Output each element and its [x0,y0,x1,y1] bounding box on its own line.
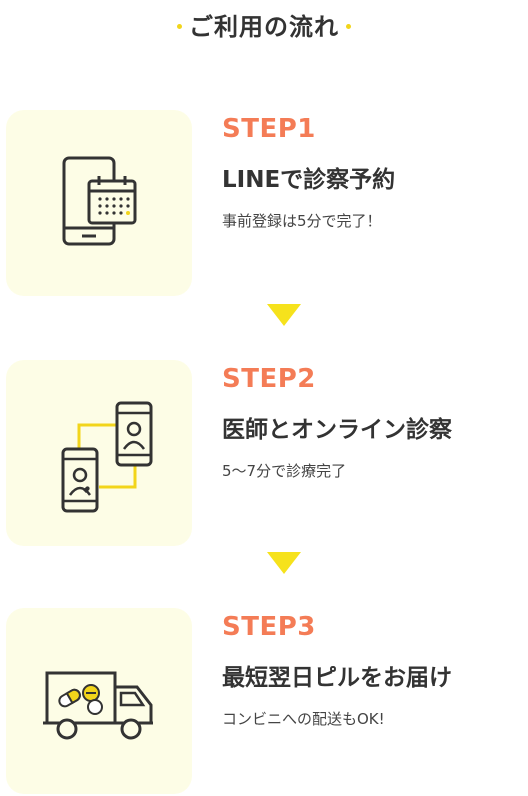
step-1-label: STEP1 [222,114,316,144]
step-1-icon-box [6,110,192,296]
step-2-description: 5〜7分で診療完了 [222,462,347,480]
video-consultation-icon [61,401,153,513]
step-3-label: STEP3 [222,612,316,642]
step-2-label: STEP2 [222,364,316,394]
step-2: STEP2 医師とオンライン診察 5〜7分で診療完了 [6,360,526,548]
section-header: ご利用の流れ [0,4,528,44]
step-1-title: LINEで診察予約 [222,167,396,193]
step-2-icon-box [6,360,192,546]
step-1-description: 事前登録は5分で完了！ [222,212,382,230]
step-3-title: 最短翌日ピルをお届け [222,665,452,691]
step-3-description: コンビニへの配送もOK! [222,710,385,728]
header-dot-right [346,23,351,29]
step-2-title: 医師とオンライン診察 [222,417,452,443]
step-arrow-down-2 [267,552,301,574]
step-3: STEP3 最短翌日ピルをお届け コンビニへの配送もOK! [6,608,526,796]
delivery-truck-icon [43,671,153,740]
phone-calendar-icon [62,156,137,246]
page-title: ご利用の流れ [189,12,339,41]
header-dot-left [177,23,182,29]
step-1: STEP1 LINEで診察予約 事前登録は5分で完了！ [6,110,526,298]
step-arrow-down-1 [267,304,301,326]
step-3-icon-box [6,608,192,794]
